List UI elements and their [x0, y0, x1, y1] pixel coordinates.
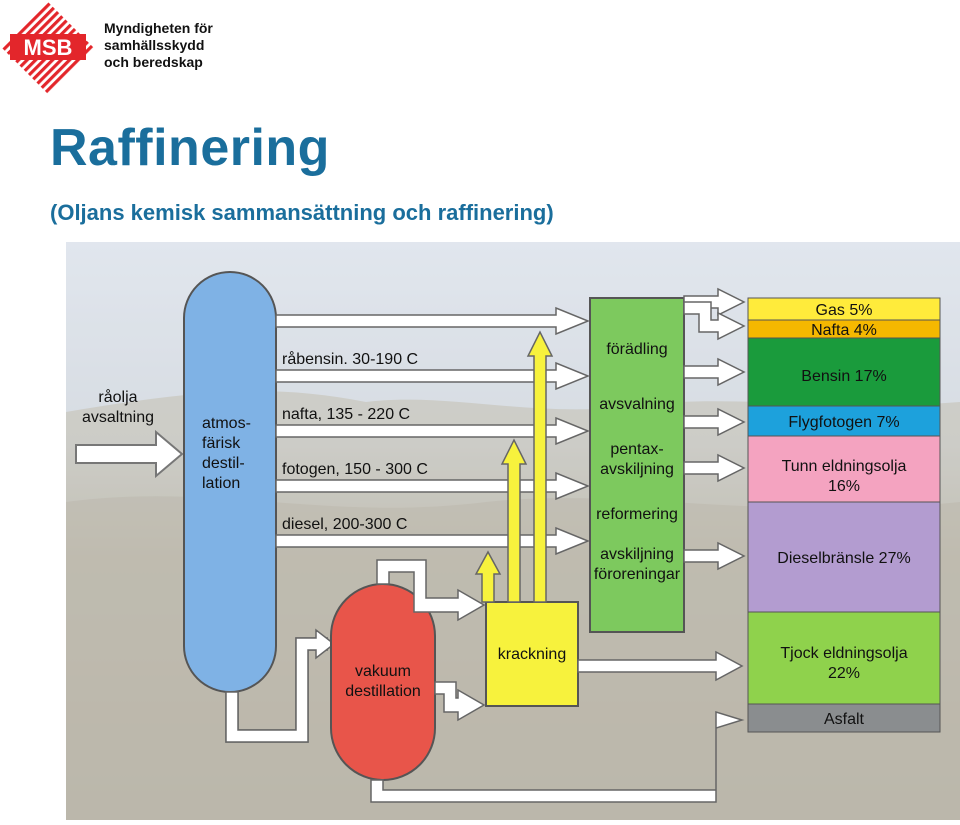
refinery-diagram: råolja avsaltning atmos- färisk destil- … — [66, 242, 960, 820]
input-label-avsaltning: avsaltning — [82, 409, 154, 426]
product-label-tunn-1: Tunn eldningsolja — [782, 458, 907, 475]
column-label-3: destil- — [202, 455, 245, 472]
product-label-tunn-2: 16% — [828, 478, 860, 495]
vacuum-label-1: vakuum — [355, 663, 411, 680]
fraction-arrows — [275, 306, 590, 556]
vacuum-label-2: destillation — [345, 683, 421, 700]
fraction-label-rabensin: råbensin. 30-190 C — [282, 350, 418, 368]
product-label-nafta: Nafta 4% — [811, 322, 877, 339]
process-fororeningar: föroreningar — [594, 566, 681, 583]
product-tunn-eldningsolja — [747, 435, 941, 503]
column-label-1: atmos- — [202, 415, 251, 432]
cracking-box — [485, 601, 579, 707]
page-title: Raffinering — [50, 119, 330, 177]
column-to-vacuum-arrow — [225, 628, 336, 743]
process-foradling: förädling — [606, 341, 667, 358]
cracking-to-products-arrow — [577, 650, 744, 682]
org-name-line1: Myndigheten för — [104, 20, 213, 36]
product-stack — [747, 297, 941, 733]
product-label-flygfotogen: Flygfotogen 7% — [788, 414, 899, 431]
page-subtitle: (Oljans kemisk sammansättning och raffin… — [50, 200, 554, 225]
msb-logo-mark: MSB — [2, 2, 94, 94]
product-label-tjock-1: Tjock eldningsolja — [780, 645, 907, 662]
process-reformering: reformering — [596, 506, 678, 523]
product-tjock-eldningsolja — [747, 611, 941, 705]
process-box — [589, 297, 685, 633]
vacuum-to-asfalt-pipe — [370, 710, 745, 803]
org-name-line3: och beredskap — [104, 54, 203, 70]
process-avsvalning: avsvalning — [599, 396, 675, 413]
fraction-label-fotogen: fotogen, 150 - 300 C — [282, 461, 428, 478]
column-label-4: lation — [202, 475, 240, 492]
input-label-raolja: råolja — [98, 388, 137, 406]
msb-logo: MSB Myndigheten för samhällsskydd och be… — [0, 0, 220, 100]
process-avskiljning-2: avskiljning — [600, 546, 674, 563]
vacuum-distillation — [330, 583, 436, 781]
product-label-tjock-2: 22% — [828, 665, 860, 682]
org-name-line2: samhällsskydd — [104, 37, 205, 53]
column-label-2: färisk — [202, 435, 241, 452]
product-label-asfalt: Asfalt — [824, 711, 865, 728]
product-label-gas: Gas 5% — [816, 302, 873, 319]
product-label-bensin: Bensin 17% — [801, 368, 886, 385]
process-to-products-arrows — [683, 287, 746, 571]
product-asfalt — [747, 703, 941, 733]
process-pentax: pentax- — [610, 441, 663, 458]
org-name: Myndigheten för samhällsskydd och bereds… — [104, 20, 213, 71]
product-flygfotogen — [747, 405, 941, 437]
process-to-gas-arrow — [683, 301, 746, 341]
fraction-label-nafta: nafta, 135 - 220 C — [282, 406, 410, 423]
crude-input-arrow — [75, 429, 184, 479]
product-label-diesel: Dieselbränsle 27% — [777, 550, 910, 567]
cracking-yellow-arrows — [474, 330, 554, 603]
vacuum-to-cracking-arrows — [376, 559, 486, 722]
msb-logo-text: MSB — [24, 35, 73, 60]
fraction-label-diesel: diesel, 200-300 C — [282, 516, 407, 533]
process-avskiljning-1: avskiljning — [600, 461, 674, 478]
cracking-label: krackning — [498, 646, 566, 663]
